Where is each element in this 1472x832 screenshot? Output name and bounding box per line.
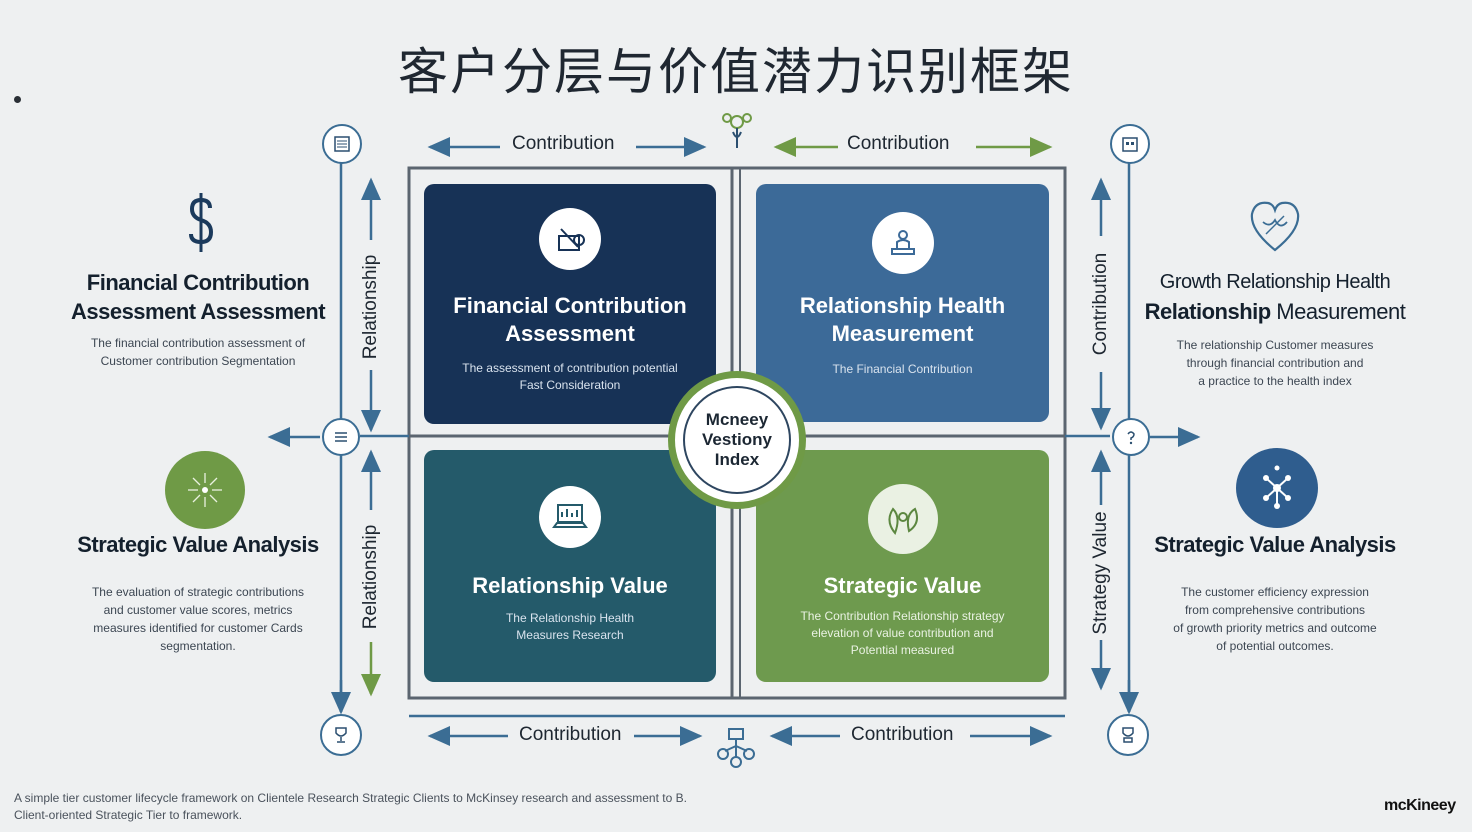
left-bottom-axis-label: Relationship [360, 524, 381, 630]
right-top-desc-line3: a practice to the health index [1198, 374, 1352, 388]
right-bottom-desc-line3: of growth priority metrics and outcome [1173, 621, 1377, 635]
right-bottom-axis-label: Strategy Value [1090, 511, 1111, 635]
quadrant-title-line2: Assessment [505, 321, 635, 346]
quadrant-title: Relationship Health [799, 293, 1006, 318]
left-top-description: The financial contribution assessment of… [60, 334, 336, 370]
quadrant-title-line2: Measurement [831, 321, 974, 346]
quadrant-relationship-health: Relationship Health Measurement The Fina… [756, 184, 1049, 422]
right-top-desc-line1: The relationship Customer measures [1176, 338, 1374, 352]
left-bottom-desc-line3: measures identified for customer Cards [93, 621, 303, 635]
left-top-title-line1: Financial Contribution [86, 270, 310, 295]
bottom-right-label: Contribution [851, 724, 954, 745]
quadrant-description: The assessment of contribution potential [462, 361, 678, 375]
quadrant-description: The Relationship Health [505, 611, 635, 625]
quadrant-title: Financial Contribution [453, 293, 687, 318]
footer-note: A simple tier customer lifecycle framewo… [14, 790, 687, 824]
quadrant-description-line2: Measures Research [516, 628, 624, 642]
left-top-desc-line1: The financial contribution assessment of [90, 336, 306, 350]
quadrant-description: The Contribution Relationship strategy [800, 609, 1005, 623]
page-title: 客户分层与价值潜力识别框架 [398, 43, 1074, 101]
document-stack-icon [322, 124, 362, 164]
right-top-axis-label: Contribution [1090, 252, 1111, 356]
award-icon [1107, 714, 1149, 756]
quadrant-financial-contribution: Financial Contribution Assessment The as… [424, 184, 716, 424]
center-index-badge: Mcneey Vestiony Index [668, 371, 806, 509]
right-top-title-line1: Growth Relationship Health [1159, 271, 1391, 293]
top-left-label: Contribution [512, 133, 615, 154]
network-nodes-icon [716, 726, 756, 770]
quadrant-strategic-value: Strategic Value The Contribution Relatio… [756, 450, 1049, 682]
bottom-left-label: Contribution [519, 724, 622, 745]
left-bottom-desc-line2: and customer value scores, metrics [103, 603, 293, 617]
list-icon [322, 418, 360, 456]
right-bottom-desc-line2: from comprehensive contributions [1184, 603, 1366, 617]
left-bottom-description: The evaluation of strategic contribution… [60, 583, 336, 655]
right-top-description: The relationship Customer measures throu… [1136, 336, 1414, 390]
right-top-title: Growth Relationship Health Relationship … [1136, 268, 1414, 326]
person-desk-icon [871, 212, 934, 274]
left-top-axis-label: Relationship [360, 254, 381, 360]
center-line2: Vestiony [702, 430, 772, 449]
sparkle-icon [165, 451, 245, 529]
heart-icon [1246, 196, 1304, 256]
left-top-title-line2: Assessment Assessment [70, 299, 326, 324]
quadrant-description-line2: elevation of value contribution and [811, 626, 994, 640]
quadrant-description: The Financial Contribution [832, 362, 973, 376]
right-top-desc-line2: through financial contribution and [1186, 356, 1364, 370]
left-bottom-desc-line4: segmentation. [160, 639, 236, 653]
quadrant-description-line2: Fast Consideration [519, 378, 621, 392]
quadrant-title: Strategic Value [823, 573, 982, 598]
right-bottom-description: The customer efficiency expression from … [1136, 583, 1414, 655]
dollar-icon [184, 190, 220, 258]
chart-tool-icon [539, 208, 601, 270]
right-bottom-desc-line1: The customer efficiency expression [1181, 585, 1369, 599]
quadrant-title: Relationship Value [472, 573, 668, 598]
left-top-desc-line2: Customer contribution Segmentation [100, 354, 296, 368]
right-bottom-title: Strategic Value Analysis [1154, 532, 1396, 557]
right-bottom-desc-line4: of potential outcomes. [1216, 639, 1334, 653]
footer-line2: Client-oriented Strategic Tier to framew… [14, 808, 243, 822]
right-top-title-bold: Relationship [1144, 299, 1272, 324]
plant-icon [718, 108, 756, 150]
left-top-title: Financial Contribution Assessment Assess… [60, 268, 336, 326]
center-line1: Mcneey [705, 410, 769, 429]
laptop-chart-icon [539, 486, 601, 548]
building-icon [1110, 124, 1150, 164]
right-top-title-rest: Measurement [1270, 299, 1406, 324]
network-icon [1236, 448, 1318, 528]
leaf-hands-icon [867, 484, 938, 554]
center-line3: Index [714, 450, 760, 469]
footer-line1: A simple tier customer lifecycle framewo… [14, 791, 687, 805]
decorative-dot [14, 96, 21, 103]
quadrant-relationship-value: Relationship Value The Relationship Heal… [424, 450, 716, 682]
question-icon [1112, 418, 1150, 456]
left-bottom-desc-line1: The evaluation of strategic contribution… [91, 585, 305, 599]
left-bottom-title: Strategic Value Analysis [77, 532, 319, 557]
quadrant-description-line3: Potential measured [850, 643, 955, 657]
brand-logo: mcKineey [1384, 797, 1456, 814]
trophy-icon [320, 714, 362, 756]
top-right-label: Contribution [847, 133, 950, 154]
